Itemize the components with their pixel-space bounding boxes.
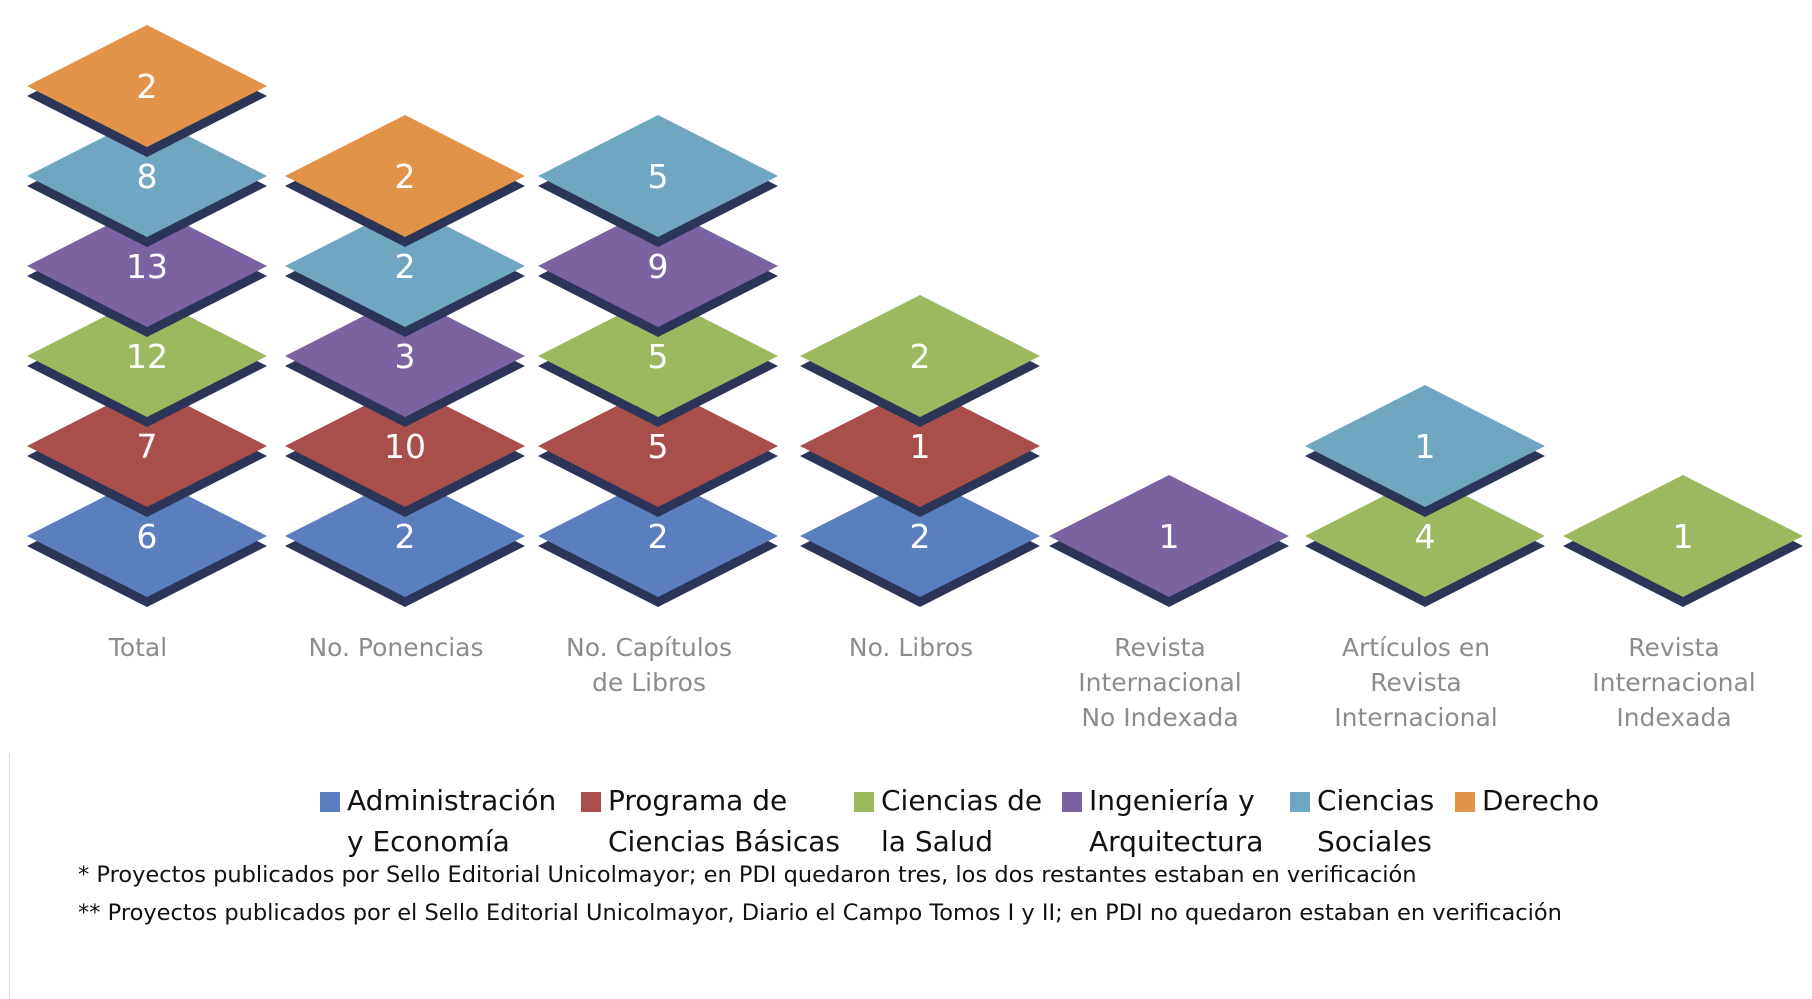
diamond-bar [285,205,525,327]
data-label: 7 [137,427,158,466]
data-label: 5 [648,337,669,376]
legend-swatch-icon [854,792,874,812]
category-label: No. Ponencias [308,633,483,662]
data-label: 2 [395,157,416,196]
category-label: No Indexada [1081,703,1238,732]
data-label: 2 [137,67,158,106]
diamond-bar [538,205,778,327]
data-label: 2 [910,337,931,376]
data-label: 4 [1415,517,1436,556]
category-label: Revista [1628,633,1720,662]
category-label: No. Libros [849,633,973,662]
diamond-bar [538,385,778,507]
category-label: Internacional [1592,668,1756,697]
footnotes: * Proyectos publicados por Sello Editori… [78,858,1578,934]
footnote-1: * Proyectos publicados por Sello Editori… [78,862,1417,888]
diamond-bar [538,115,778,237]
category-label: Total [108,633,167,662]
chart-legend: Administración y Economía Programa de Ci… [0,780,1812,860]
data-label: 5 [648,427,669,466]
diamond-bar [1305,475,1545,597]
legend-label: Administración y Economía [347,784,557,858]
legend-item-administracion: Administración y Economía [320,780,556,862]
data-label: 9 [648,247,669,286]
legend-label: Derecho [1482,784,1600,817]
diamond-bar [800,475,1040,597]
data-label: 6 [137,517,158,556]
diamond-bar [27,475,267,597]
diamond-bar [1305,385,1545,507]
data-label: 2 [910,517,931,556]
data-label: 3 [395,337,416,376]
category-label: Internacional [1078,668,1242,697]
category-label: Revista [1114,633,1206,662]
data-label: 1 [1159,517,1180,556]
data-label: 2 [648,517,669,556]
diamond-bar [27,115,267,237]
category-label: Artículos en [1342,633,1490,662]
legend-label: Ingeniería y Arquitectura [1089,784,1264,858]
category-label: de Libros [592,668,706,697]
legend-swatch-icon [581,792,601,812]
category-label: Indexada [1616,703,1731,732]
footnote-2: ** Proyectos publicados por el Sello Edi… [78,900,1562,926]
data-label: 5 [648,157,669,196]
diamond-bar [538,295,778,417]
legend-swatch-icon [1455,792,1475,812]
legend-item-ciencias-sociales: Ciencias Sociales [1290,780,1434,862]
legend-swatch-icon [1062,792,1082,812]
diamond-bar [285,295,525,417]
diamond-bar [800,295,1040,417]
divider-line [9,753,10,999]
diamond-bar [800,385,1040,507]
legend-item-ingenieria: Ingeniería y Arquitectura [1062,780,1263,862]
data-label: 1 [1415,427,1436,466]
legend-swatch-icon [320,792,340,812]
legend-label: Ciencias Sociales [1317,784,1435,858]
diamond-bar [538,475,778,597]
data-label: 2 [395,517,416,556]
legend-item-derecho: Derecho [1455,780,1599,821]
diamond-bar [27,25,267,147]
diamond-bar [1563,475,1803,597]
diamond-bar [27,205,267,327]
diamond-bar [27,295,267,417]
diamond-bar [1049,475,1289,597]
data-label: 1 [1673,517,1694,556]
data-label: 1 [910,427,931,466]
data-label: 10 [384,427,426,466]
diamond-bar [27,385,267,507]
category-label: Internacional [1334,703,1498,732]
diamond-bar [285,115,525,237]
legend-label: Ciencias de la Salud [881,784,1043,858]
legend-swatch-icon [1290,792,1310,812]
legend-label: Programa de Ciencias Básicas [608,784,840,858]
diamond-bar [285,385,525,507]
legend-item-ciencias-salud: Ciencias de la Salud [854,780,1042,862]
data-label: 12 [126,337,168,376]
data-label: 2 [395,247,416,286]
diamond-bar [285,475,525,597]
legend-item-ciencias-basicas: Programa de Ciencias Básicas [581,780,840,862]
category-label: Revista [1370,668,1462,697]
category-label: No. Capítulos [566,633,732,662]
data-label: 8 [137,157,158,196]
data-label: 13 [126,247,168,286]
